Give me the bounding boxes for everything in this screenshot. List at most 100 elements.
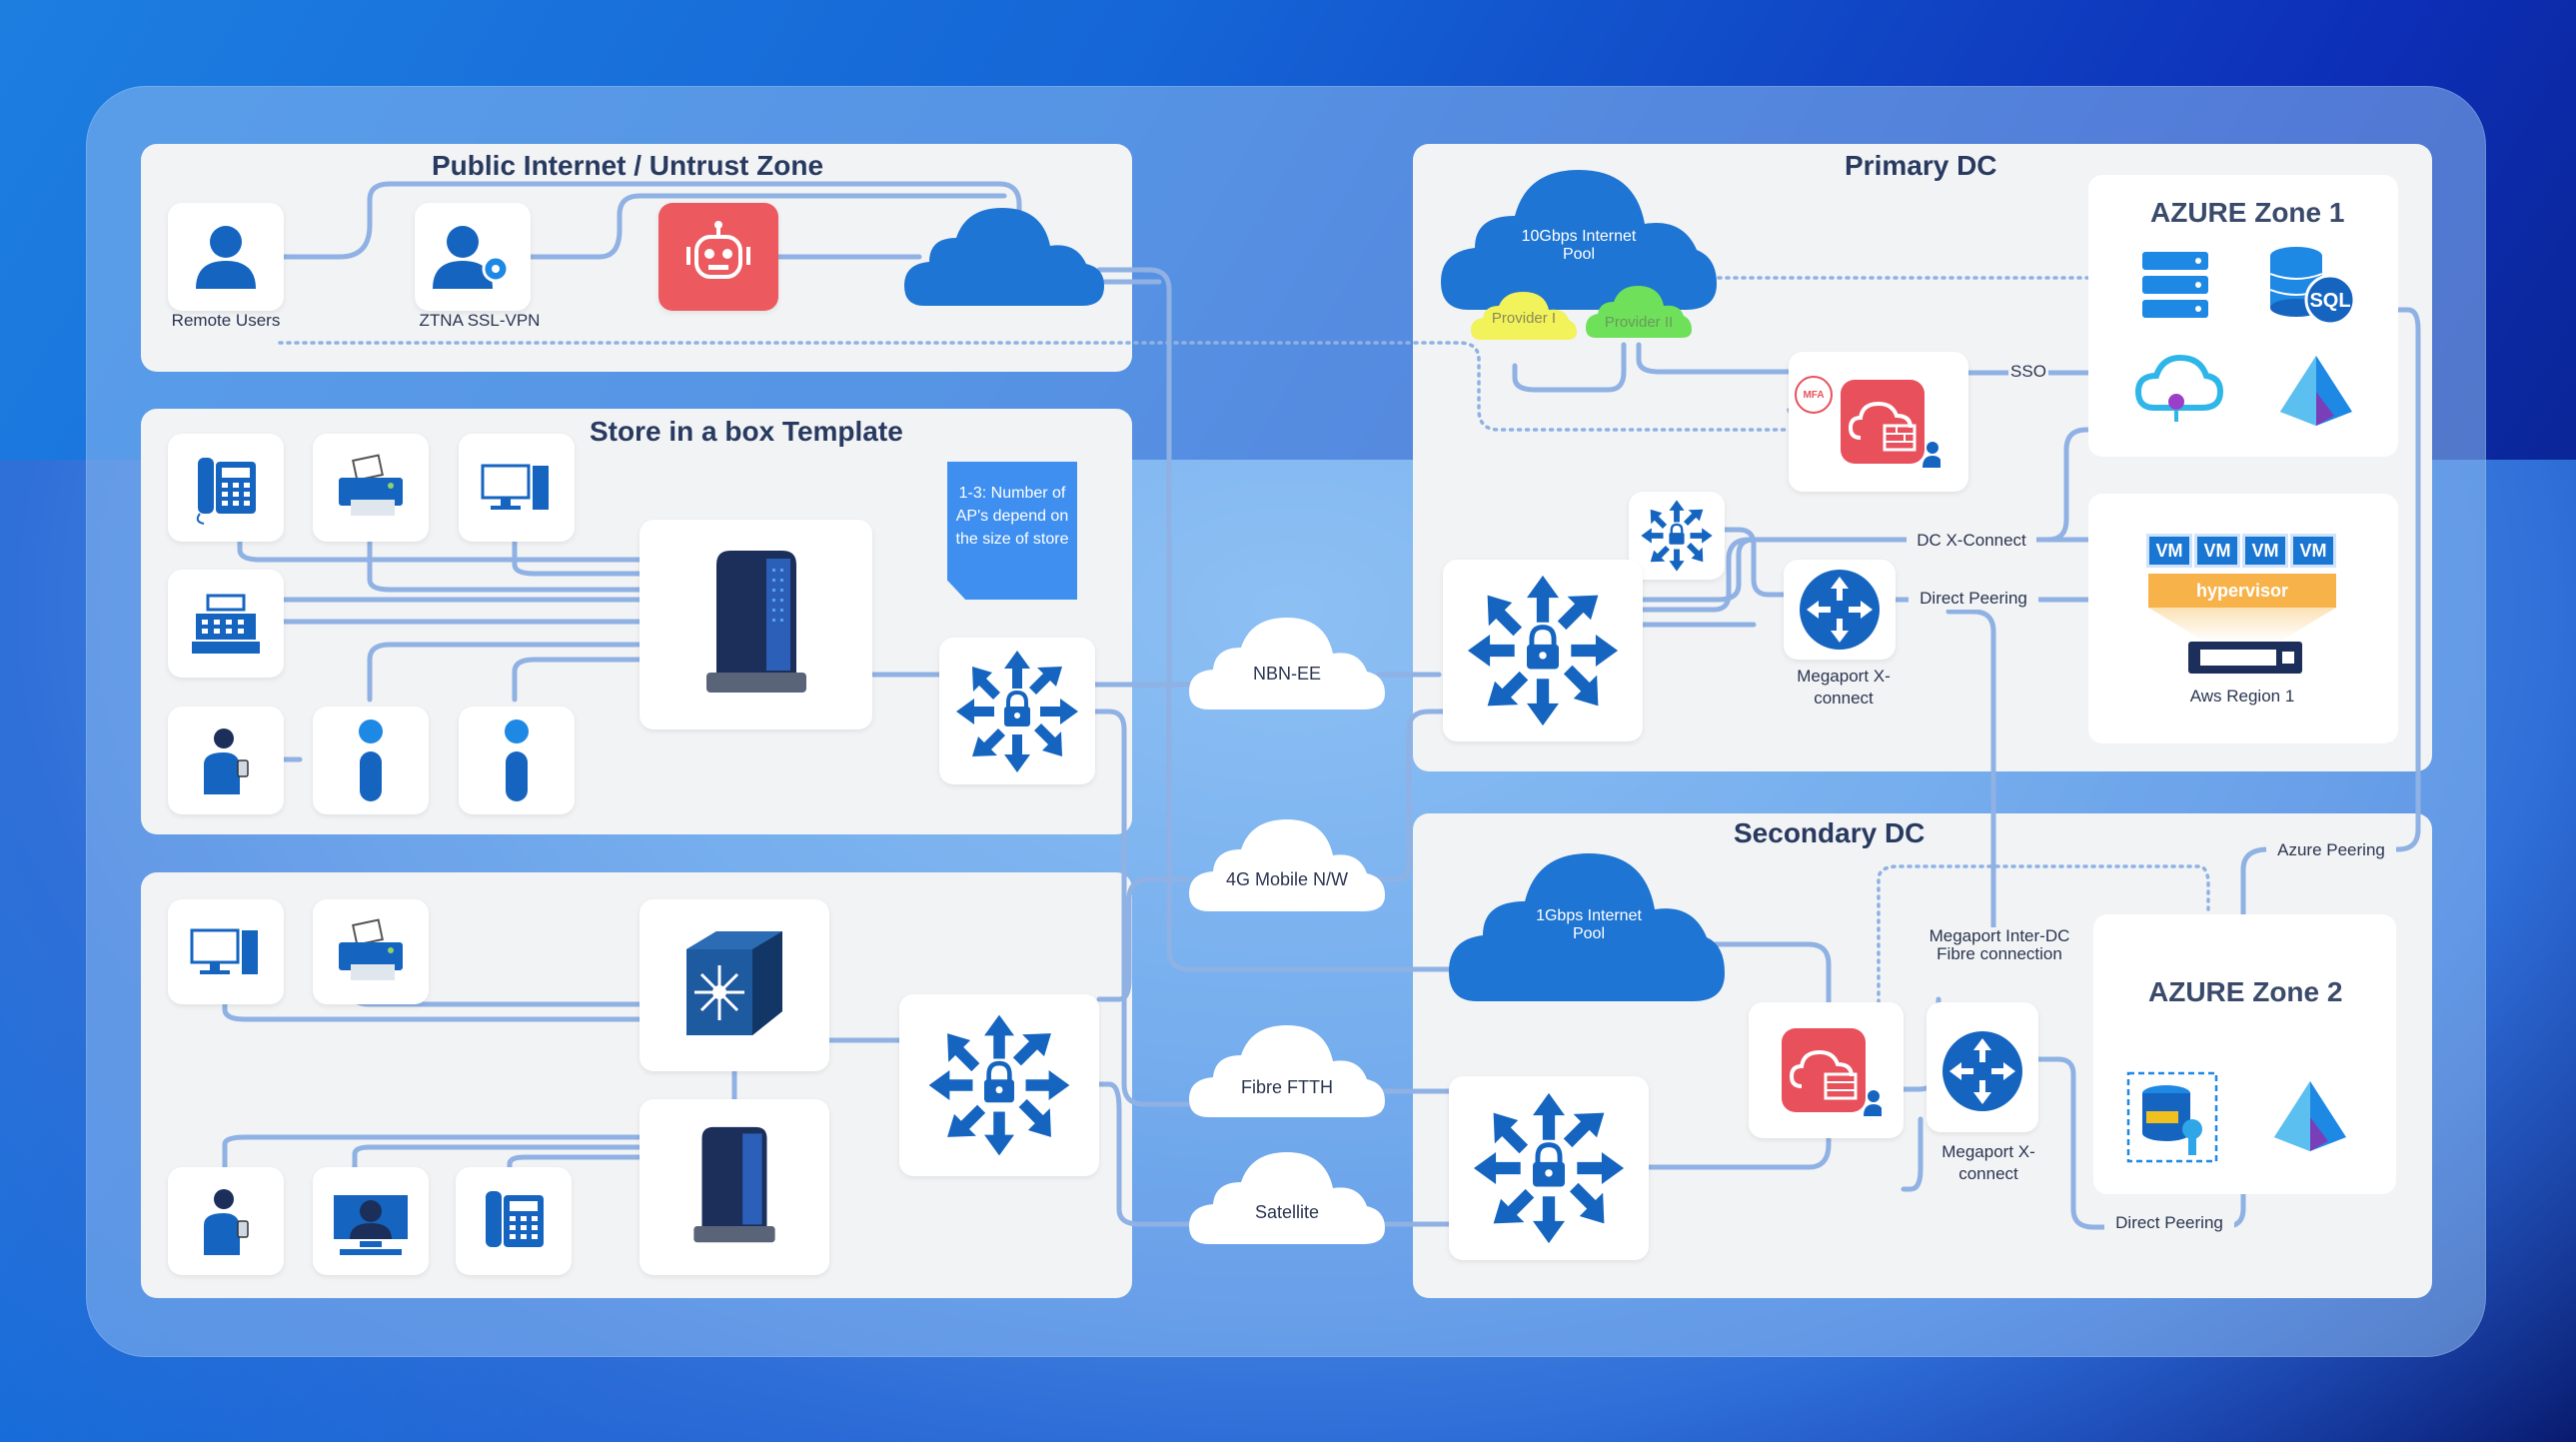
sso-label: SSO <box>2008 361 2048 383</box>
provider1-cloud-icon <box>1471 292 1577 340</box>
mobile-user-card-2[interactable] <box>168 1167 284 1275</box>
mobile-label: 4G Mobile N/W <box>1225 869 1349 889</box>
satellite-label: Satellite <box>1254 1202 1320 1222</box>
secure-router-icon <box>1641 500 1713 572</box>
internet-pool-cloud-icon <box>1441 170 1717 310</box>
provider1-label: Provider I <box>1491 310 1557 327</box>
router-box-icon <box>705 551 806 693</box>
mobile-user-card[interactable] <box>168 707 284 814</box>
primary-small-hub-card[interactable] <box>1629 492 1725 580</box>
primary-core-card[interactable] <box>1443 560 1643 741</box>
access-point-icon <box>505 720 529 801</box>
person-phone-icon <box>204 728 249 794</box>
mfa-badge: MFA <box>1803 389 1825 401</box>
megaport-router-icon <box>1942 1031 2022 1111</box>
primary-megaport-label: Megaport X-connect <box>1797 667 1891 708</box>
primary-firewall-card[interactable]: MFA <box>1789 352 1968 492</box>
bot-card[interactable] <box>658 203 778 311</box>
desk-phone-icon <box>196 458 256 525</box>
vm-icon-4: VM <box>2290 534 2336 568</box>
remote-users-card[interactable] <box>168 203 284 311</box>
secure-router-icon <box>956 650 1078 772</box>
server-stack-icon <box>2142 252 2208 318</box>
switch-card[interactable] <box>640 899 829 1071</box>
printer-card[interactable] <box>313 434 429 542</box>
secure-router-icon <box>1467 575 1619 726</box>
switch-cube-icon <box>686 931 782 1035</box>
desktop-computer-icon <box>481 464 549 510</box>
key-vault-icon <box>2126 1071 2218 1163</box>
nbn-label: NBN-EE <box>1252 664 1321 684</box>
primary-pool-label: 10Gbps Internet Pool <box>1521 228 1637 263</box>
person-phone-icon <box>204 1189 249 1255</box>
cash-register-icon <box>192 594 260 654</box>
printer-icon <box>339 917 403 980</box>
remote-users-label: Remote Users <box>171 311 281 330</box>
ztna-label: ZTNA SSL-VPN <box>419 311 541 330</box>
satellite-cloud-icon <box>1189 1152 1385 1244</box>
secondary-core-card[interactable] <box>1449 1076 1649 1260</box>
internet-cloud-icon <box>904 208 1104 306</box>
primary-megaport-card[interactable] <box>1784 560 1896 660</box>
vm-icon-3: VM <box>2242 534 2288 568</box>
sql-database-icon: SQL <box>2269 247 2356 326</box>
secondary-direct-peering-label: Direct Peering <box>2104 1212 2234 1234</box>
vm-icon-2: VM <box>2194 534 2240 568</box>
router-box-icon <box>693 1126 775 1243</box>
server-rack-icon <box>2188 642 2302 674</box>
secure-router-icon <box>928 1014 1070 1156</box>
user-icon <box>196 226 256 289</box>
robot-icon <box>686 221 750 279</box>
azure-ad-icon <box>2280 356 2352 426</box>
fibre-cloud-icon <box>1189 1025 1385 1117</box>
public-zone-title: Public Internet / Untrust Zone <box>432 150 824 181</box>
primary-direct-peering-label: Direct Peering <box>1909 588 2038 610</box>
dc-xconnect-label: DC X-Connect <box>1907 530 2036 552</box>
desk-phone-icon <box>486 1191 544 1247</box>
person-at-computer-icon <box>334 1195 408 1255</box>
provider2-label: Provider II <box>1604 314 1674 331</box>
user-gear-icon <box>433 226 510 289</box>
provider2-cloud-icon <box>1586 286 1692 338</box>
ap-card-1[interactable] <box>313 707 429 814</box>
workstation-card[interactable] <box>313 1167 429 1275</box>
store-router-card[interactable] <box>640 520 872 729</box>
desktop-card[interactable] <box>459 434 575 542</box>
azure-peering-label: Azure Peering <box>2266 839 2396 861</box>
primary-dc-title: Primary DC <box>1845 150 1997 181</box>
ztna-card[interactable] <box>415 203 531 311</box>
access-point-icon <box>359 720 383 801</box>
printer-card-2[interactable] <box>313 899 429 1004</box>
desktop-computer-icon <box>190 928 258 974</box>
vm-icon-1: VM <box>2146 534 2192 568</box>
register-card[interactable] <box>168 570 284 678</box>
secondary-pool-label: 1Gbps Internet Pool <box>1536 907 1642 942</box>
azure-zone-2 <box>2093 914 2396 1194</box>
inter-dc-label: Megaport Inter-DC Fibre connection <box>1927 927 2072 963</box>
secondary-pool-cloud-icon <box>1449 853 1725 1001</box>
secondary-firewall-card[interactable] <box>1749 1002 1904 1138</box>
store-sdwan-card[interactable] <box>939 638 1095 784</box>
phone-card-2[interactable] <box>456 1167 572 1275</box>
secondary-megaport-card[interactable] <box>1927 1002 2038 1132</box>
store-router-card-2[interactable] <box>640 1099 829 1275</box>
nbn-cloud-icon <box>1189 618 1385 710</box>
megaport-router-icon <box>1800 570 1880 650</box>
azure-zone-2-title: AZURE Zone 2 <box>2148 976 2343 1007</box>
store-template-title: Store in a box Template <box>590 416 903 447</box>
ap-card-2[interactable] <box>459 707 575 814</box>
cloud-service-icon <box>2134 354 2224 422</box>
aws-region-label: Aws Region 1 <box>2189 687 2295 706</box>
sql-text: SQL <box>2309 290 2350 312</box>
phone-card[interactable] <box>168 434 284 542</box>
fibre-label: Fibre FTTH <box>1241 1077 1333 1097</box>
cloud-firewall-icon <box>1781 1028 1882 1116</box>
secondary-dc-title: Secondary DC <box>1734 817 1926 848</box>
azure-ad-icon <box>2274 1081 2346 1151</box>
hypervisor-bar: hypervisor <box>2148 574 2336 608</box>
sdwan-card-2[interactable] <box>899 994 1099 1176</box>
cloud-firewall-icon <box>1841 380 1940 468</box>
secure-router-icon <box>1473 1092 1625 1244</box>
azure-zone-1-title: AZURE Zone 1 <box>2150 197 2345 228</box>
desktop-card-2[interactable] <box>168 899 284 1004</box>
